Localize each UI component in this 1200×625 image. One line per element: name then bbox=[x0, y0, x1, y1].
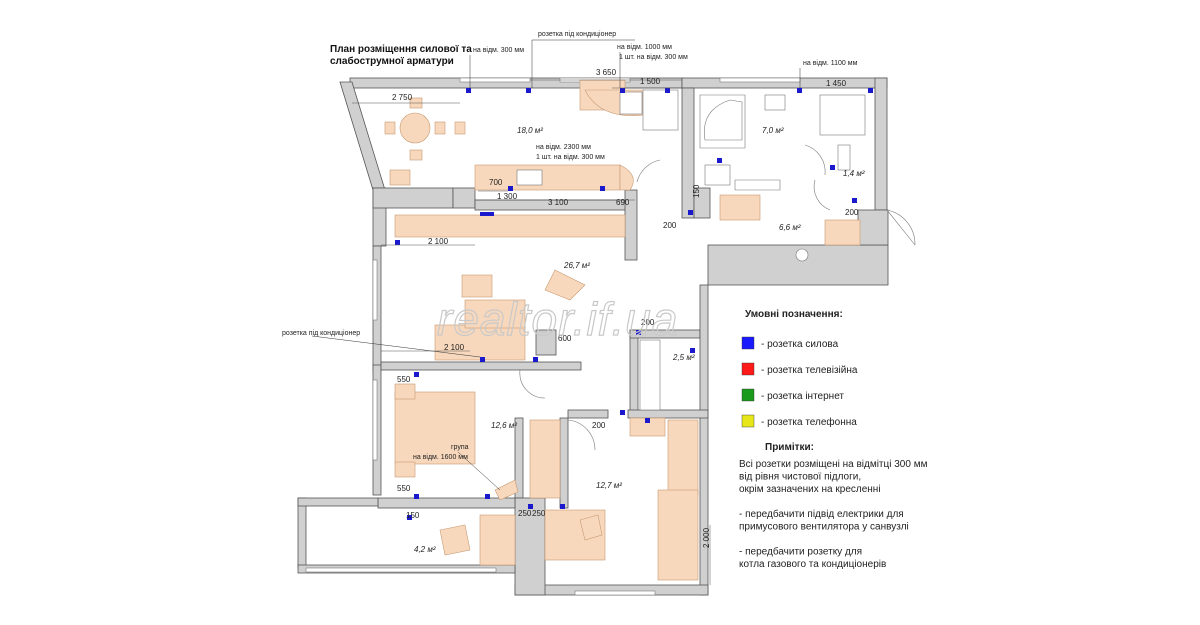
notes: Примітки: Всі розетки розміщені на відмі… bbox=[739, 442, 928, 570]
legend-label: - розетка телефонна bbox=[761, 416, 857, 428]
callout-labels: на відм. 300 мм розетка під кондиціонер … bbox=[282, 30, 858, 461]
callout-h1600: на відм. 1600 мм bbox=[413, 453, 468, 461]
room-areas: 18,0 м² 7,0 м² 1,4 м² 6,6 м² 26,7 м² 2,5… bbox=[414, 126, 865, 554]
room-wc-area: 1,4 м² bbox=[843, 169, 865, 178]
room-kitchen-area: 18,0 м² bbox=[517, 126, 543, 135]
dim-3650: 3 650 bbox=[596, 68, 617, 77]
room-room2-area: 12,7 м² bbox=[596, 481, 622, 490]
notes-line: примусового вентилятора у санвузлі bbox=[739, 522, 909, 533]
wall-unit bbox=[394, 214, 626, 238]
dim-1300: 1 300 bbox=[497, 192, 518, 201]
callout-ac-socket-top: розетка під кондиціонер bbox=[538, 30, 616, 38]
room-hall-area: 6,6 м² bbox=[779, 223, 801, 232]
callout-h1000-b: 1 шт. на відм. 300 мм bbox=[619, 53, 688, 61]
dim-2100-bottom: 2 100 bbox=[444, 343, 465, 352]
notes-heading: Примітки: bbox=[765, 442, 814, 453]
legend-label: - розетка інтернет bbox=[761, 391, 844, 402]
callout-h1000: на відм. 1000 мм bbox=[617, 43, 672, 51]
sofa bbox=[434, 324, 526, 361]
dim-2750: 2 750 bbox=[392, 93, 413, 102]
callout-h2300: на відм. 2300 мм bbox=[536, 143, 591, 151]
dim-2100-top: 2 100 bbox=[428, 237, 449, 246]
plan-title-line-1: План розміщення силової та bbox=[330, 44, 472, 55]
dim-200-room2: 200 bbox=[592, 421, 606, 430]
dimension-lines bbox=[352, 79, 711, 585]
dim-250-b: 250 bbox=[532, 509, 546, 518]
legend-swatch bbox=[741, 414, 755, 428]
legend-swatch bbox=[741, 388, 755, 402]
watermark: realtor.if.ua bbox=[437, 293, 678, 345]
notes-line: від рівня чистової підлоги, bbox=[739, 472, 861, 483]
dim-200-wc: 200 bbox=[845, 208, 859, 217]
callout-h2300-b: 1 шт. на відм. 300 мм bbox=[536, 153, 605, 161]
kitchen-counter bbox=[474, 164, 621, 191]
dim-600: 600 bbox=[558, 334, 572, 343]
dim-690: 690 bbox=[616, 198, 630, 207]
notes-line: - передбачити підвід електрики для bbox=[739, 508, 904, 520]
dim-1450: 1 450 bbox=[826, 79, 847, 88]
dim-150-kitchen: 150 bbox=[692, 184, 701, 198]
dim-250-a: 250 bbox=[518, 509, 532, 518]
furniture bbox=[384, 79, 866, 581]
plan-title: План розміщення силової та слабострумної… bbox=[330, 44, 472, 67]
legend: Умовні позначення: - розетка силова - роз… bbox=[741, 309, 858, 428]
plan-title-line-2: слабострумної арматури bbox=[330, 55, 454, 67]
callout-h300-top: на відм. 300 мм bbox=[473, 46, 524, 54]
room-living-area: 26,7 м² bbox=[563, 261, 590, 270]
legend-swatch bbox=[741, 336, 755, 350]
dim-700: 700 bbox=[489, 178, 503, 187]
room-storage-area: 2,5 м² bbox=[672, 353, 695, 362]
bed bbox=[394, 391, 476, 465]
notes-line: окрім зазначених на кресленні bbox=[739, 484, 881, 495]
legend-label: - розетка силова bbox=[761, 339, 839, 350]
notes-line: Всі розетки розміщені на відмітці 300 мм bbox=[739, 459, 928, 470]
doors bbox=[519, 144, 916, 451]
callout-ac-socket-left: розетка під кондиціонер bbox=[282, 329, 360, 337]
dim-550-bottom: 550 bbox=[397, 484, 411, 493]
dim-1500: 1 500 bbox=[640, 77, 661, 86]
room-balcony-area: 4,2 м² bbox=[414, 545, 436, 554]
dim-200-hall: 200 bbox=[663, 221, 677, 230]
legend-swatch bbox=[741, 362, 755, 376]
dim-550-top: 550 bbox=[397, 375, 411, 384]
legend-label: - розетка телевізійна bbox=[761, 365, 858, 376]
callout-group: група bbox=[451, 444, 469, 451]
room-bath-area: 7,0 м² bbox=[762, 126, 784, 135]
dim-150-balcony: 150 bbox=[406, 511, 420, 520]
room-bedroom-area: 12,6 м² bbox=[491, 421, 517, 430]
notes-line: котла газового та кондиціонерів bbox=[739, 559, 886, 570]
dim-200-storage: 200 bbox=[641, 318, 655, 327]
dim-2000: 2 000 bbox=[702, 527, 711, 548]
dining-table bbox=[399, 112, 431, 144]
dimension-labels: 3 650 1 500 1 450 2 750 700 1 300 3 100 … bbox=[392, 68, 859, 548]
legend-heading: Умовні позначення: bbox=[745, 309, 843, 320]
callout-h1100: на відм. 1100 мм bbox=[803, 59, 858, 67]
sockets bbox=[395, 88, 873, 520]
notes-line: - передбачити розетку для bbox=[739, 546, 862, 558]
dim-3100: 3 100 bbox=[548, 198, 569, 207]
